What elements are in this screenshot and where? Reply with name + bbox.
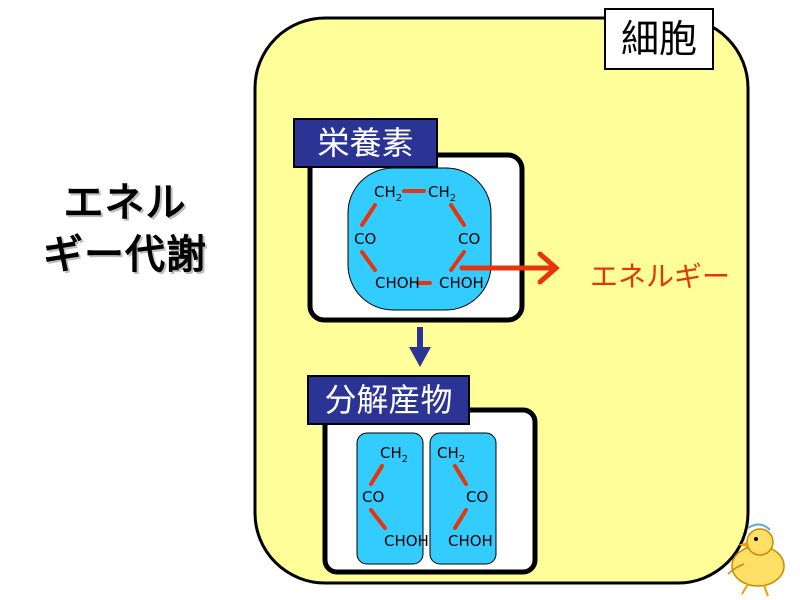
- fragment-2-bottom: CHOH: [448, 532, 493, 550]
- molecule-top-left: CH2: [374, 183, 403, 204]
- product-fragment-shape-2: [429, 432, 497, 565]
- molecule-mid-left: CO: [354, 230, 377, 248]
- products-label: 分解産物: [307, 375, 470, 425]
- fragment-2-top: CH2: [437, 444, 466, 465]
- fragment-1-bottom: CHOH: [384, 532, 429, 550]
- fragment-1-top: CH2: [380, 444, 409, 465]
- title-line-2: ギー代謝: [43, 232, 207, 278]
- nutrient-label: 栄養素: [293, 118, 438, 168]
- product-bonds: [369, 464, 468, 530]
- down-arrow-icon: [409, 327, 431, 367]
- chick-icon: [727, 523, 785, 597]
- molecule-bottom-right: CHOH: [439, 274, 484, 292]
- molecule-top-right: CH2: [428, 183, 457, 204]
- nutrient-molecule-shape: [347, 167, 492, 311]
- energy-arrow-icon: [459, 251, 560, 285]
- molecule-bottom-left: CHOH: [375, 274, 420, 292]
- fragment-2-mid: CO: [466, 488, 489, 506]
- cell-label: 細胞: [604, 8, 714, 70]
- title-line-1: エネル: [63, 180, 187, 226]
- product-fragment-shape-1: [356, 432, 424, 565]
- molecule-mid-right: CO: [458, 230, 481, 248]
- energy-label: エネルギー: [590, 260, 731, 293]
- nutrient-bonds: [360, 189, 466, 285]
- fragment-1-mid: CO: [362, 488, 385, 506]
